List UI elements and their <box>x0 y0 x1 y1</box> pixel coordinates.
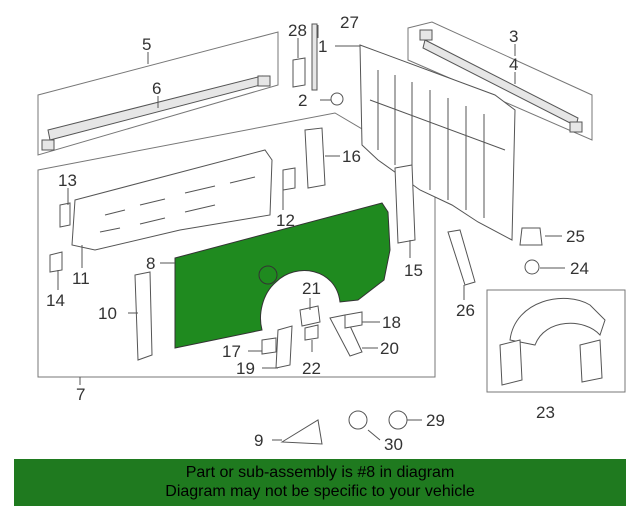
wheelhouse-group-box <box>486 289 626 393</box>
clip-part-25 <box>519 227 543 246</box>
callout-12: 12 <box>276 211 295 230</box>
banner-line-1: Part or sub-assembly is #8 in diagram <box>185 464 455 481</box>
callout-20: 20 <box>380 339 399 358</box>
wheelhouse-liner-part-23 <box>509 297 606 346</box>
callout-8: 8 <box>146 254 155 273</box>
callout-19: 19 <box>236 359 255 378</box>
inner-bed-side-part <box>71 149 273 251</box>
bracket-part-18 <box>344 311 363 329</box>
bracket-part-21 <box>299 305 321 327</box>
callout-29: 29 <box>426 411 445 430</box>
front-panel-part <box>359 44 516 241</box>
callout-23: 23 <box>536 403 555 422</box>
housing-part-30 <box>348 410 368 430</box>
inner-bed-side-slots <box>99 176 256 233</box>
banner-line-2: Diagram may not be specific to your vehi… <box>165 483 475 500</box>
callout-13: 13 <box>58 171 77 190</box>
bracket-part-28 <box>292 57 306 88</box>
bracket-part-20 <box>329 314 363 357</box>
front-panel-ribs <box>369 70 506 218</box>
callout-10: 10 <box>98 304 117 323</box>
rod-part-27 <box>311 23 318 91</box>
part-info-banner: Part or sub-assembly is #8 in diagram Di… <box>14 459 626 506</box>
truck-bed-exploded-diagram: 5 6 1 3 4 2 28 27 16 12 13 11 14 8 10 15… <box>37 13 626 454</box>
rail-group-box <box>37 31 279 156</box>
callout-15: 15 <box>404 261 423 280</box>
bracket-part-26 <box>447 229 476 286</box>
bracket-part-14 <box>49 251 63 273</box>
bed-side-group-box <box>37 112 436 378</box>
wheelhouse-liner-piece-right <box>579 339 603 383</box>
bracket-part-22 <box>304 324 319 341</box>
callout-5: 5 <box>142 35 151 54</box>
bracket-part-9 <box>280 419 323 445</box>
screw-part-24 <box>524 259 540 275</box>
wheelhouse-liner-piece <box>499 339 523 386</box>
leader-lines <box>57 25 565 441</box>
callout-30: 30 <box>384 435 403 454</box>
callout-6: 6 <box>152 79 161 98</box>
callout-25: 25 <box>566 227 585 246</box>
rail-cap-5 <box>257 75 271 87</box>
callout-28: 28 <box>288 21 307 40</box>
callout-3: 3 <box>509 27 518 46</box>
fuel-door-opening <box>258 265 278 285</box>
bed-side-outer-panel-part-8 <box>174 202 391 349</box>
callout-21: 21 <box>302 279 321 298</box>
bracket-part-19 <box>275 325 293 369</box>
callout-26: 26 <box>456 301 475 320</box>
callout-7: 7 <box>76 385 85 404</box>
callout-4: 4 <box>509 55 518 74</box>
bracket-part-17 <box>261 337 277 355</box>
pillar-part-10 <box>134 271 153 361</box>
callout-14: 14 <box>46 291 65 310</box>
bolt-part-2 <box>330 92 344 106</box>
callout-16: 16 <box>342 147 361 166</box>
rail-cap-3 <box>419 29 433 41</box>
callout-17: 17 <box>222 342 241 361</box>
callout-22: 22 <box>302 359 321 378</box>
callout-11: 11 <box>72 269 90 288</box>
rail-group-box-right <box>407 21 593 141</box>
gasket-part-29 <box>388 410 408 430</box>
rail-cap-6 <box>41 139 55 151</box>
callout-24: 24 <box>570 259 589 278</box>
callout-18: 18 <box>382 313 401 332</box>
pillar-part-15 <box>394 164 416 244</box>
callout-9: 9 <box>254 431 263 450</box>
callout-2: 2 <box>298 91 307 110</box>
bracket-part-12 <box>282 167 296 191</box>
callout-27: 27 <box>340 13 359 32</box>
rail-cap-4 <box>569 121 583 133</box>
bracket-part-13 <box>59 202 71 228</box>
bracket-part-16 <box>304 127 326 189</box>
callout-1: 1 <box>318 37 327 56</box>
